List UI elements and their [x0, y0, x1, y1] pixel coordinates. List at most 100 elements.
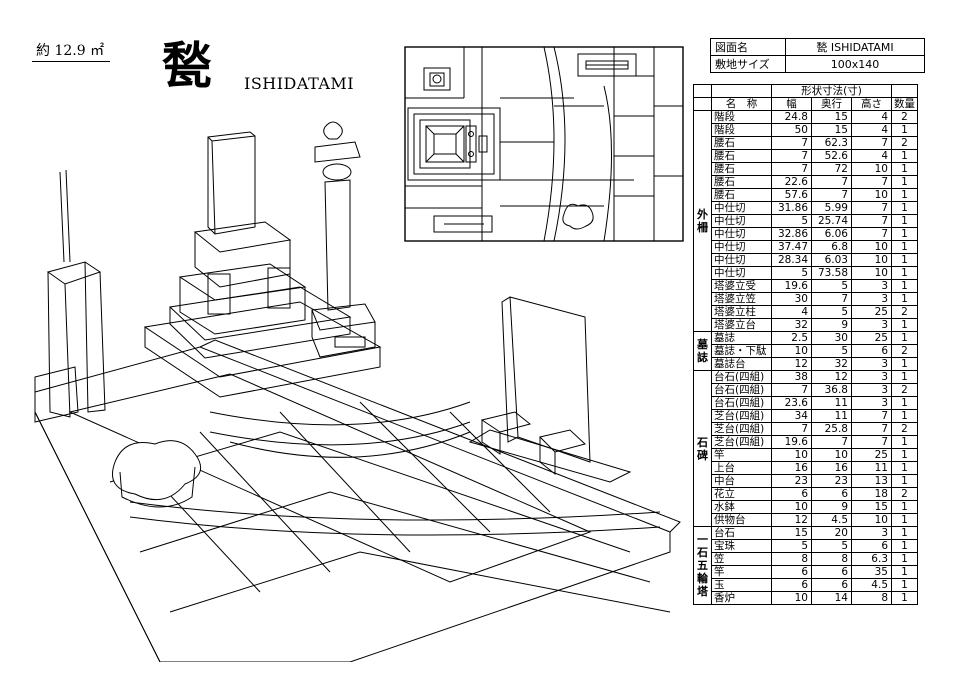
part-width: 19.6 [771, 279, 812, 293]
part-depth: 11 [811, 409, 852, 423]
part-qty: 1 [891, 435, 918, 449]
col-width: 幅 [771, 97, 812, 111]
part-name: 竿 [711, 448, 772, 462]
part-height: 7 [851, 227, 892, 241]
part-name: 台石(四組) [711, 383, 772, 397]
part-qty: 2 [891, 110, 918, 124]
part-width: 5 [771, 214, 812, 228]
part-height: 4 [851, 149, 892, 163]
part-width: 5 [771, 539, 812, 553]
part-width: 10 [771, 344, 812, 358]
group-label-char: 墓 [697, 338, 708, 351]
drawing-name-value: 甃 ISHIDATAMI [785, 38, 925, 56]
area-underline [32, 61, 110, 62]
part-name: 腰石 [711, 162, 772, 176]
part-qty: 2 [891, 136, 918, 150]
part-name: 芝台(四組) [711, 422, 772, 436]
part-width: 5 [771, 266, 812, 280]
col-qty: 数量 [891, 97, 918, 111]
part-width: 2.5 [771, 331, 812, 345]
part-width: 12 [771, 513, 812, 527]
part-qty: 1 [891, 162, 918, 176]
part-qty: 1 [891, 266, 918, 280]
group-label-char: 五 [697, 559, 708, 572]
part-width: 6 [771, 487, 812, 501]
header-empty [711, 84, 772, 98]
part-width: 50 [771, 123, 812, 137]
drawing-info-table: 図面名 甃 ISHIDATAMI 敷地サイズ 100x140 [710, 38, 925, 73]
part-height: 3 [851, 292, 892, 306]
part-height: 15 [851, 500, 892, 514]
part-width: 7 [771, 383, 812, 397]
part-qty: 1 [891, 565, 918, 579]
part-height: 10 [851, 162, 892, 176]
part-name: 上台 [711, 461, 772, 475]
part-depth: 6.03 [811, 253, 852, 267]
part-qty: 1 [891, 331, 918, 345]
dimensions-title: 形状寸法(寸) [771, 84, 892, 98]
part-qty: 1 [891, 448, 918, 462]
part-height: 8 [851, 591, 892, 605]
part-height: 3 [851, 370, 892, 384]
part-name: 塔婆立笠 [711, 292, 772, 306]
part-name: 中仕切 [711, 227, 772, 241]
part-name: 腰石 [711, 175, 772, 189]
part-qty: 1 [891, 175, 918, 189]
part-qty: 1 [891, 214, 918, 228]
part-qty: 1 [891, 240, 918, 254]
part-width: 16 [771, 461, 812, 475]
part-width: 32.86 [771, 227, 812, 241]
part-depth: 10 [811, 448, 852, 462]
part-depth: 6 [811, 578, 852, 592]
drawing-name-label: 図面名 [710, 38, 786, 56]
part-width: 57.6 [771, 188, 812, 202]
group-label-char: 誌 [697, 351, 708, 364]
part-height: 6.3 [851, 552, 892, 566]
part-depth: 6 [811, 487, 852, 501]
part-qty: 1 [891, 149, 918, 163]
part-name: 宝珠 [711, 539, 772, 553]
perspective-drawing [34, 121, 681, 662]
part-height: 6 [851, 539, 892, 553]
part-depth: 25.8 [811, 422, 852, 436]
part-height: 4.5 [851, 578, 892, 592]
header-empty [693, 84, 712, 98]
part-height: 3 [851, 396, 892, 410]
group-label-char: 石 [697, 435, 708, 449]
part-depth: 20 [811, 526, 852, 540]
part-name: 香炉 [711, 591, 772, 605]
part-width: 23.6 [771, 396, 812, 410]
part-name: 水鉢 [711, 500, 772, 514]
group-label-char: 碑 [697, 448, 708, 462]
part-depth: 8 [811, 552, 852, 566]
part-qty: 1 [891, 279, 918, 293]
part-depth: 5 [811, 279, 852, 293]
part-name: 腰石 [711, 136, 772, 150]
part-width: 6 [771, 578, 812, 592]
part-height: 13 [851, 474, 892, 488]
part-depth: 7 [811, 292, 852, 306]
part-qty: 1 [891, 292, 918, 306]
part-width: 22.6 [771, 175, 812, 189]
part-name: 台石(四組) [711, 370, 772, 384]
